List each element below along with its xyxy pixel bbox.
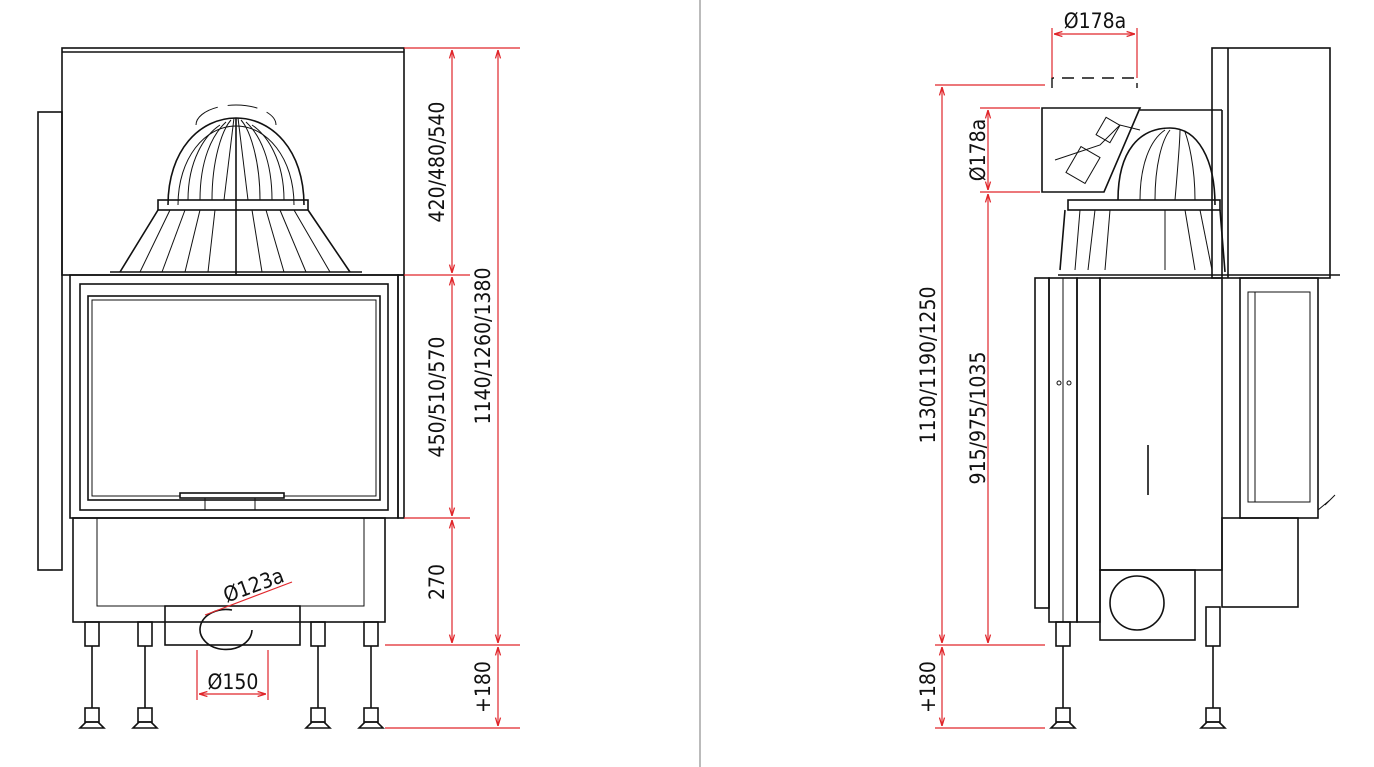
side-dim-total-label: 1130/1190/1250 bbox=[916, 287, 940, 444]
side-outlet-box bbox=[1099, 569, 1196, 641]
bottom-outlet bbox=[164, 605, 301, 646]
dia-side-label: Ø178a bbox=[966, 119, 990, 182]
front-view: 420/480/540 450/510/570 270 1140/1260/13… bbox=[37, 47, 520, 729]
dim-base-label: 270 bbox=[425, 564, 449, 600]
side-legs bbox=[1049, 606, 1227, 729]
rear-glass-box bbox=[1239, 277, 1319, 519]
dia-outlet-angle-label: Ø123a bbox=[220, 563, 287, 607]
dim-total-label: 1140/1260/1380 bbox=[471, 268, 495, 425]
side-view: Ø178a 1130/1190/1250 +180 Ø178a 915/975/… bbox=[916, 9, 1340, 729]
adjustable-legs bbox=[78, 621, 385, 729]
side-dim-legs-label: +180 bbox=[916, 661, 940, 713]
dia-bottom-label: Ø150 bbox=[208, 670, 259, 694]
outlet-circle bbox=[1109, 575, 1165, 631]
flue-spigot bbox=[1041, 107, 1142, 193]
door-frame bbox=[69, 274, 399, 519]
rear-hood-panel bbox=[1211, 47, 1331, 279]
side-dimensions: Ø178a 1130/1190/1250 +180 Ø178a 915/975/… bbox=[916, 9, 1138, 729]
side-dim-body-label: 915/975/1035 bbox=[966, 352, 990, 485]
glass-panel bbox=[87, 295, 381, 501]
hood-box bbox=[61, 47, 405, 276]
firebox-body bbox=[1099, 277, 1223, 571]
front-dimensions: 420/480/540 450/510/570 270 1140/1260/13… bbox=[196, 47, 520, 729]
dim-door-label: 450/510/570 bbox=[425, 337, 449, 458]
dim-legs-label: +180 bbox=[471, 661, 495, 713]
dim-hood-label: 420/480/540 bbox=[425, 102, 449, 223]
door-handle bbox=[179, 492, 285, 499]
side-panel-left bbox=[37, 111, 63, 571]
convection-dome bbox=[110, 104, 362, 275]
dia-top-label: Ø178a bbox=[1064, 9, 1127, 33]
side-dome bbox=[1058, 127, 1340, 276]
side-door-panel bbox=[1034, 277, 1050, 609]
